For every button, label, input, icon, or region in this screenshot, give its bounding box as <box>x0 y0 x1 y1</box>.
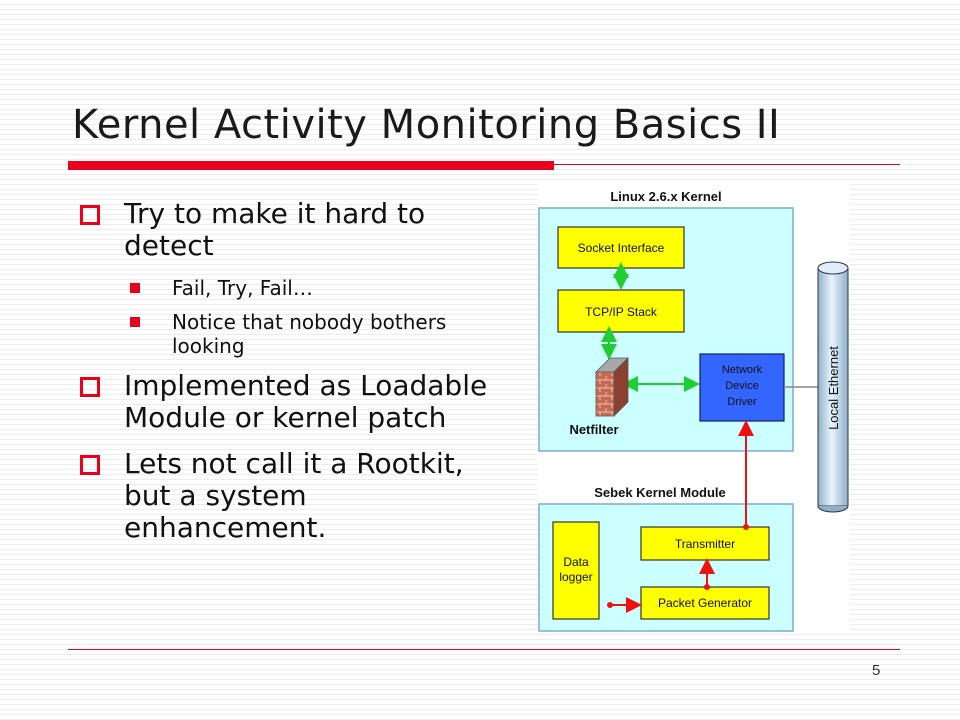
data-logger-box <box>552 521 600 620</box>
local-ethernet-label: Local Ethernet <box>826 346 841 430</box>
filled-square-bullet-icon <box>130 317 140 327</box>
network-driver-box <box>699 353 785 422</box>
bullet-item: Lets not call it a Rootkit, but a system… <box>76 448 516 544</box>
bullet-list: Try to make it hard to detect Fail, Try,… <box>76 198 516 558</box>
network-driver-label-line2: Device <box>725 380 759 392</box>
transmitter-arrow-origin <box>743 524 749 530</box>
socket-interface-box <box>557 226 685 269</box>
logger-arrow-origin <box>607 602 613 608</box>
bullet-text: Implemented as Loadable Module or kernel… <box>124 369 488 434</box>
tcpip-stack-label: TCP/IP Stack <box>585 305 658 319</box>
sebek-panel-title: Sebek Kernel Module <box>594 485 725 500</box>
local-ethernet-cylinder <box>817 261 849 513</box>
hollow-square-bullet-icon <box>80 205 100 225</box>
bullet-text: Lets not call it a Rootkit, but a system… <box>124 447 464 544</box>
title-underline-thin <box>554 164 900 165</box>
slide-title: Kernel Activity Monitoring Basics II <box>72 102 781 148</box>
kernel-panel-title: Linux 2.6.x Kernel <box>610 189 721 204</box>
hollow-square-bullet-icon <box>80 377 100 397</box>
filled-square-bullet-icon <box>130 283 140 293</box>
page-number: 5 <box>872 662 881 679</box>
network-driver-label-line1: Network <box>722 364 763 376</box>
title-underline-thick <box>68 161 554 170</box>
bullet-item: Implemented as Loadable Module or kernel… <box>76 370 516 434</box>
transmitter-box <box>640 526 770 561</box>
packet-generator-label: Packet Generator <box>658 596 752 610</box>
data-logger-label-line1: Data <box>563 555 589 569</box>
bullet-item: Try to make it hard to detect <box>76 198 516 262</box>
footer-divider <box>68 649 900 650</box>
socket-interface-label: Socket Interface <box>578 241 665 255</box>
transmitter-label: Transmitter <box>675 537 735 551</box>
bullet-text: Try to make it hard to detect <box>124 197 426 262</box>
generator-arrow-origin <box>704 584 710 590</box>
sub-bullet-text: Notice that nobody bothers looking <box>172 310 447 358</box>
hollow-square-bullet-icon <box>80 455 100 475</box>
firewall-icon <box>595 357 629 417</box>
netfilter-label: Netfilter <box>569 422 618 437</box>
network-driver-label-line3: Driver <box>727 396 757 408</box>
tcpip-stack-box <box>557 289 685 333</box>
sub-bullet-text: Fail, Try, Fail… <box>172 276 313 300</box>
sub-bullet-item: Notice that nobody bothers looking <box>124 310 516 358</box>
sub-bullet-item: Fail, Try, Fail… <box>124 276 516 300</box>
data-logger-label-line2: logger <box>559 570 592 584</box>
